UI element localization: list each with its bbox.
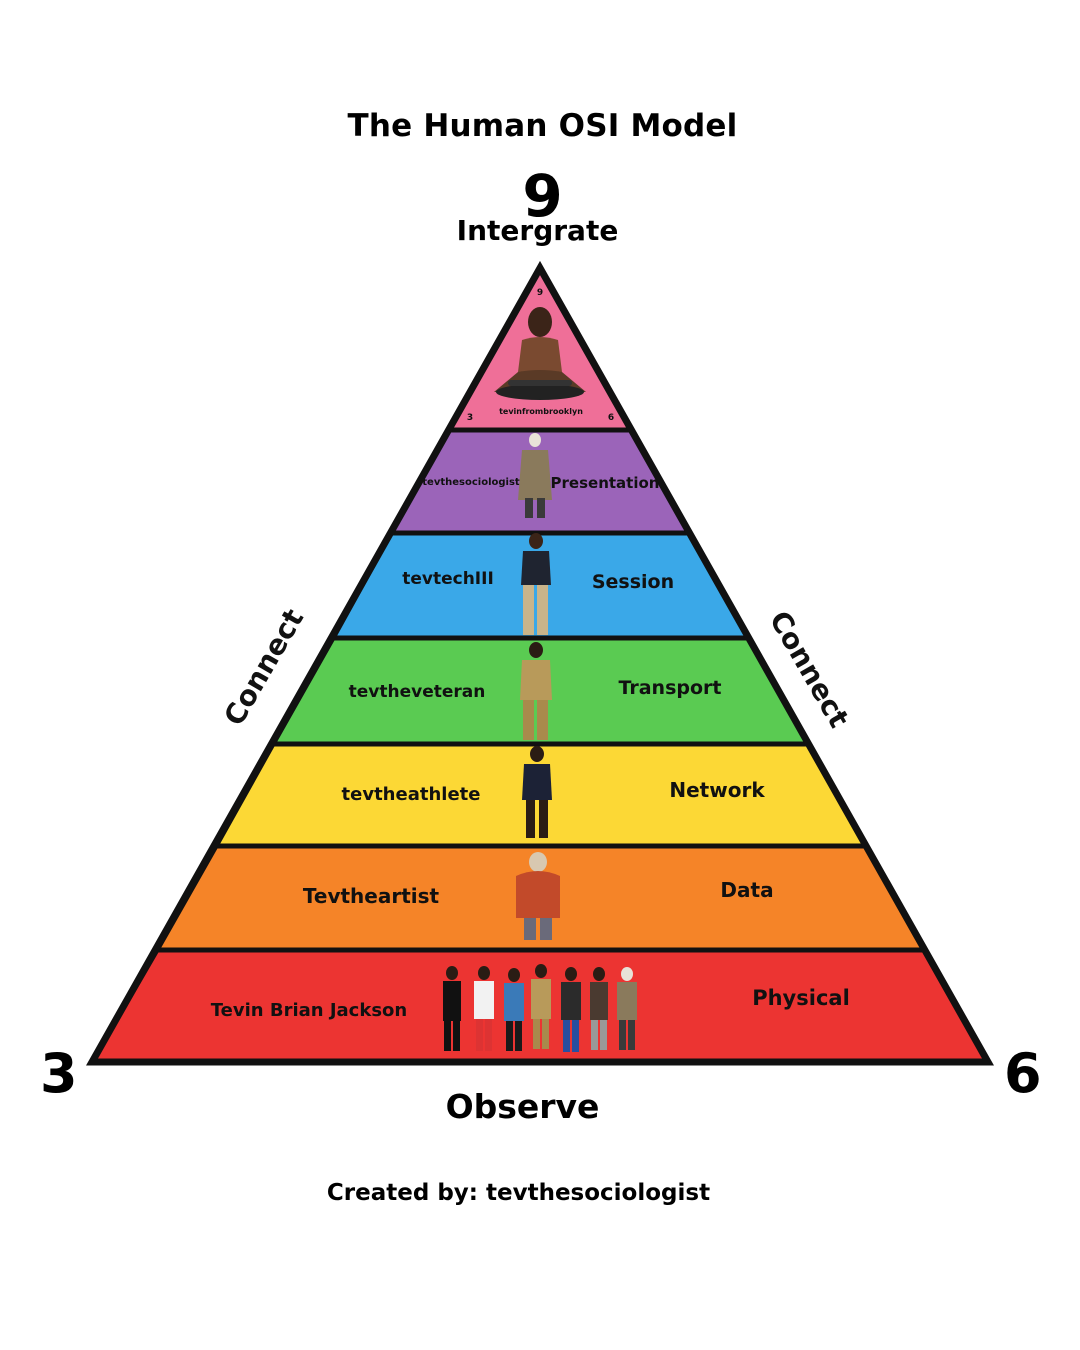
person-figure-presentation (518, 433, 552, 518)
meditating-person-figure (494, 307, 586, 400)
top-tier-corner-top: 9 (537, 288, 543, 298)
apex-label: Intergrate (456, 214, 619, 247)
top-tier-corner-left: 3 (467, 413, 473, 423)
layer-label-data: Data (720, 878, 773, 902)
persona-label-network: tevtheathlete (342, 784, 481, 805)
persona-label-physical: Tevin Brian Jackson (211, 1000, 407, 1021)
person-figure-session (521, 533, 551, 635)
corner-number-left: 3 (40, 1042, 78, 1105)
layer-label-network: Network (669, 778, 765, 802)
base-label: Observe (445, 1087, 600, 1126)
layer-label-physical: Physical (752, 986, 850, 1010)
persona-label-transport: tevtheveteran (349, 682, 486, 702)
top-tier-caption: tevinfrombrooklyn (499, 407, 583, 416)
top-tier-corner-right: 6 (608, 413, 614, 423)
credit-line: Created by: tevthesociologist (326, 1180, 711, 1206)
layer-label-transport: Transport (618, 677, 721, 699)
person-figure-data (516, 852, 560, 940)
persona-label-session: tevtechIII (402, 569, 494, 589)
persona-label-presentation: tevthesociologist (422, 477, 520, 488)
group-figures-physical (443, 964, 637, 1052)
pyramid-outline (86, 260, 994, 1066)
persona-label-data: Tevtheartist (303, 884, 440, 908)
layer-label-presentation: Presentation (551, 474, 660, 492)
apex-number: 9 (522, 162, 563, 230)
page-title: The Human OSI Model (347, 108, 738, 144)
person-figure-network (522, 746, 552, 838)
corner-number-right: 6 (1004, 1042, 1042, 1105)
person-figure-transport (520, 642, 552, 740)
layer-label-session: Session (592, 571, 674, 593)
